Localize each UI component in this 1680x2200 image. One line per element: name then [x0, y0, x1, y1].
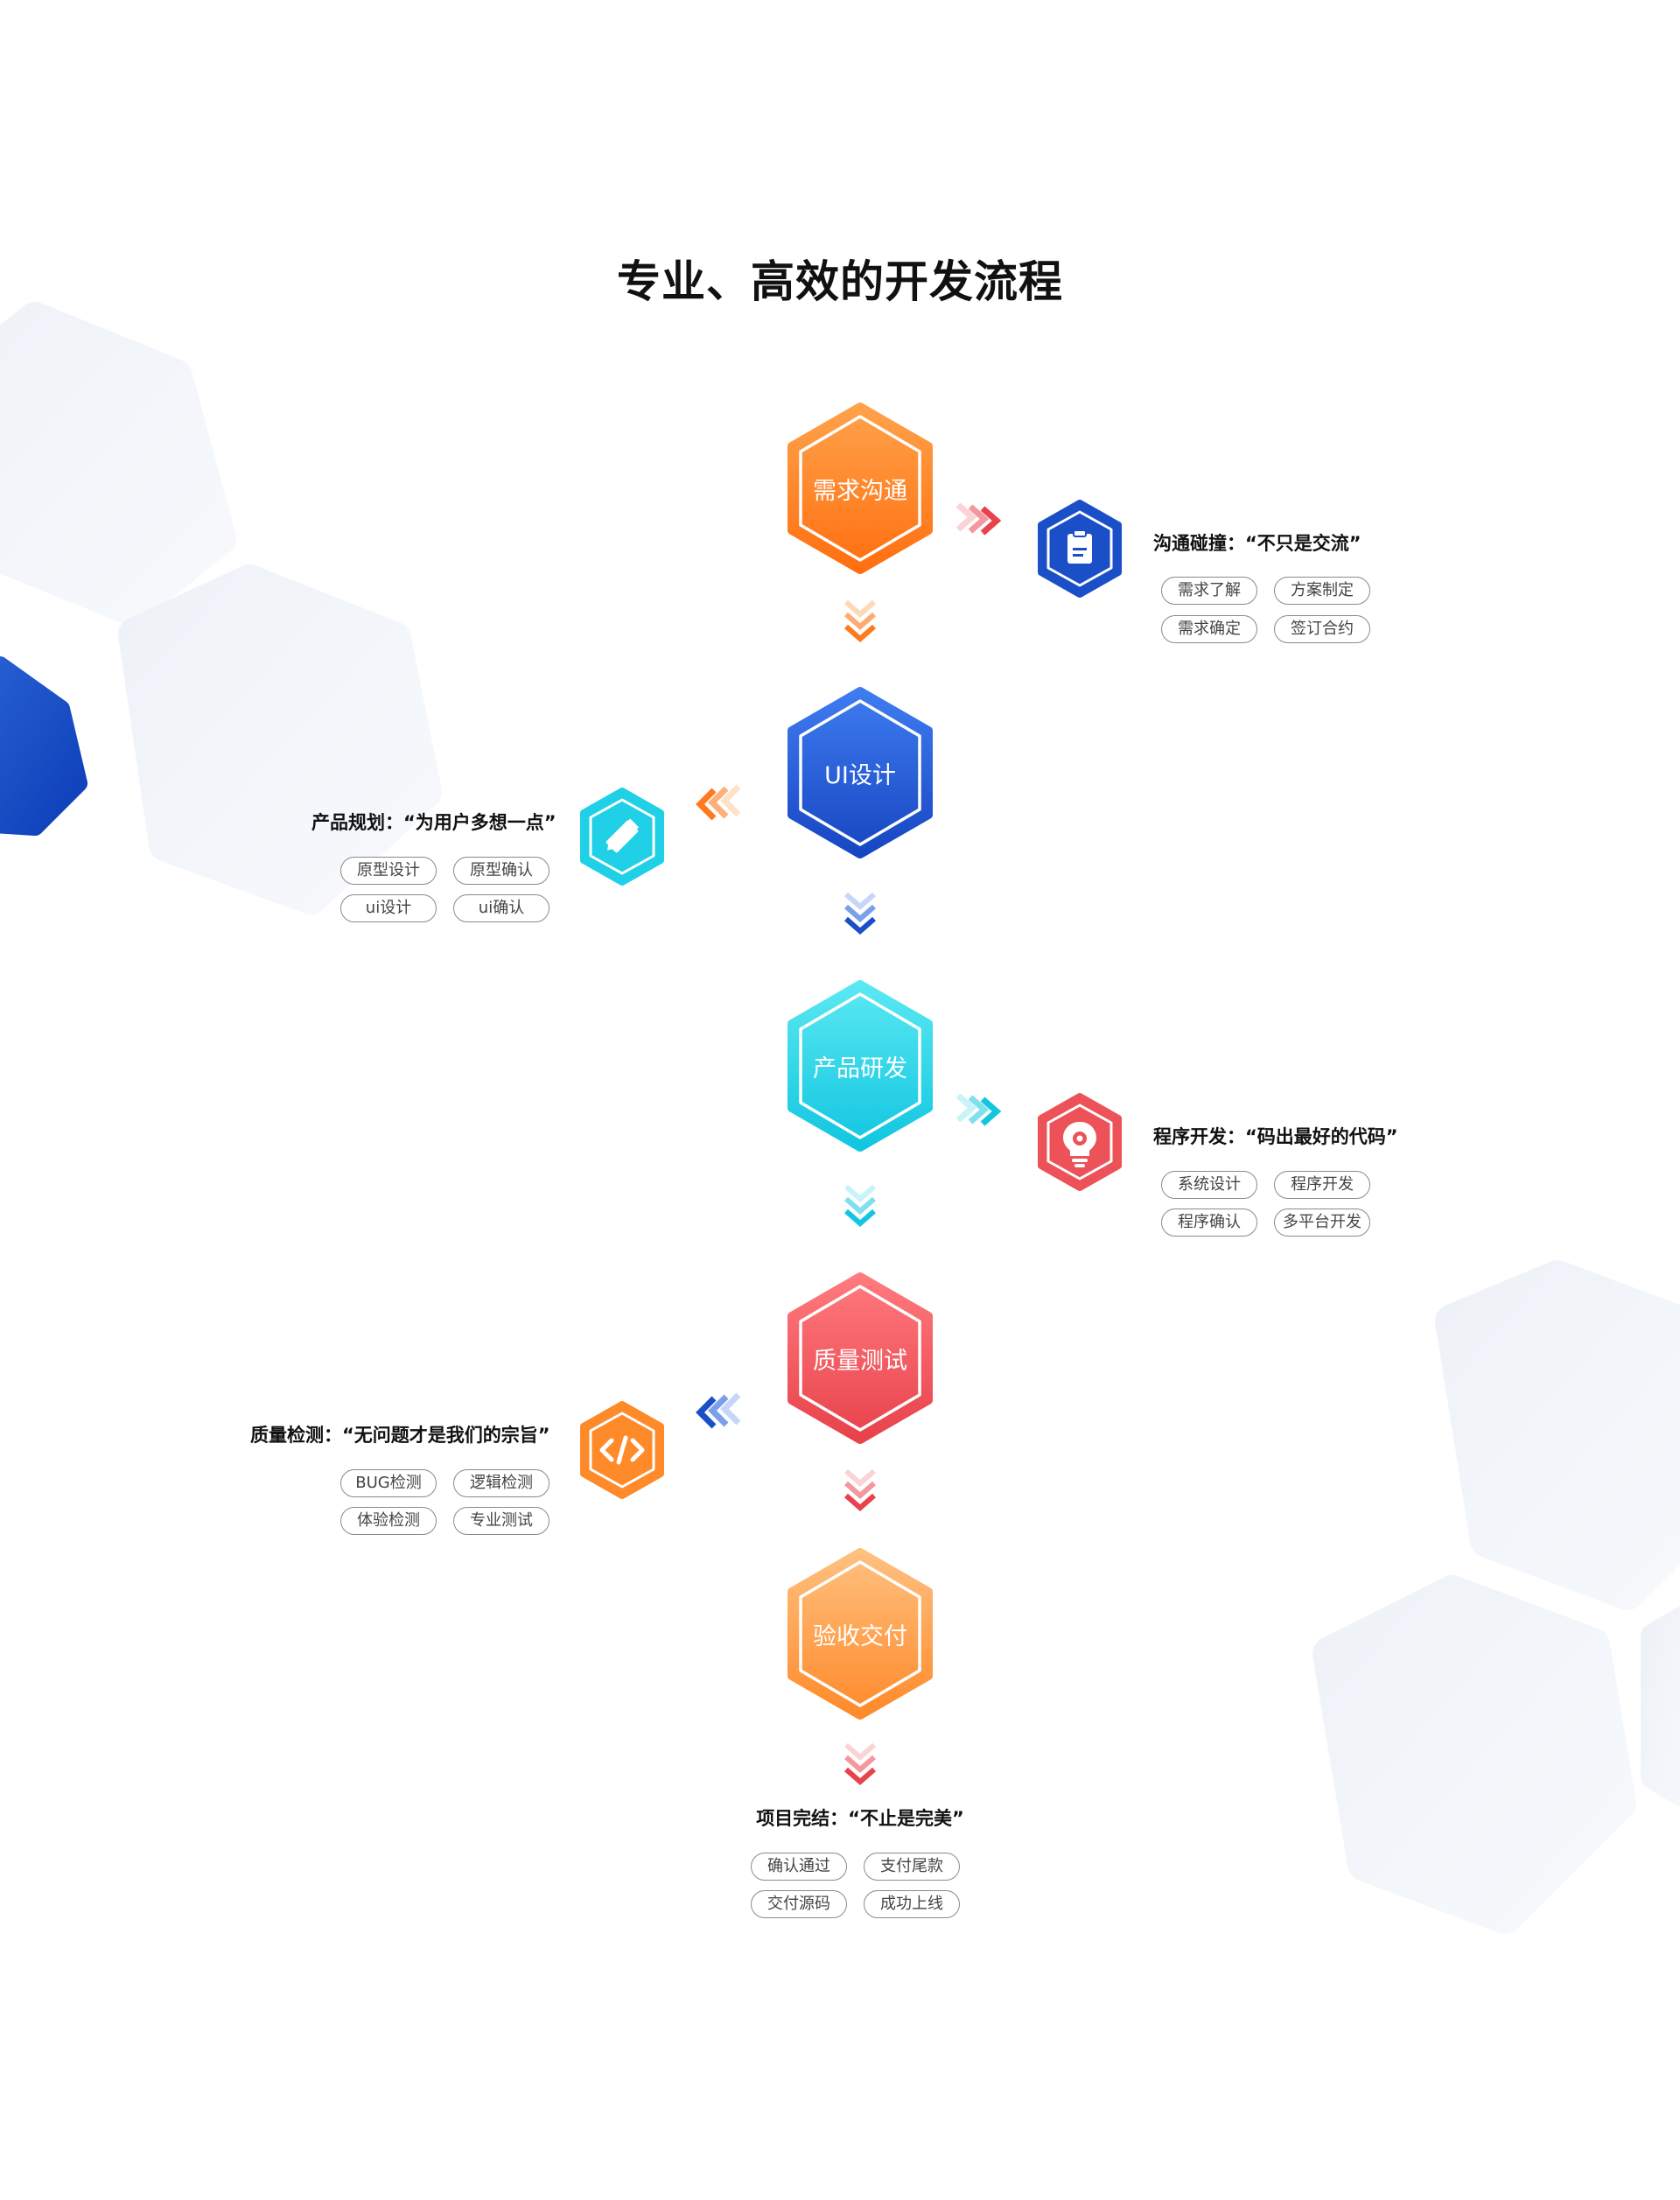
tag: 程序开发 [1274, 1171, 1370, 1199]
chevrons-left-icon [696, 784, 740, 821]
step-hexagon-ui-design: UI设计 [783, 686, 937, 859]
code-icon [580, 1401, 664, 1499]
tag: ui设计 [340, 894, 437, 922]
step-heading: 项目完结：“不止是完美” [756, 1808, 964, 1829]
tag: 需求了解 [1161, 577, 1257, 605]
tag: 专业测试 [453, 1507, 550, 1535]
tag: 签订合约 [1274, 615, 1370, 643]
step-label: 质量测试 [813, 1347, 907, 1375]
chevrons-right-icon [956, 1093, 1002, 1126]
step-label: UI设计 [824, 761, 896, 789]
tag: 程序确认 [1161, 1209, 1257, 1237]
tag: 交付源码 [751, 1890, 847, 1918]
step-heading: 产品规划：“为用户多想一点” [312, 812, 556, 833]
chevrons-down-icon [844, 892, 876, 935]
chevrons-down-icon [844, 1184, 876, 1227]
step-label: 验收交付 [813, 1622, 907, 1650]
step-hexagon-development: 产品研发 [783, 979, 937, 1153]
step-heading: 质量检测：“无问题才是我们的宗旨” [250, 1425, 550, 1446]
step-hexagon-requirements: 需求沟通 [783, 402, 937, 575]
tag: 方案制定 [1274, 577, 1370, 605]
step-label: 产品研发 [813, 1054, 907, 1082]
tag: 确认通过 [751, 1853, 847, 1881]
tag: 成功上线 [864, 1890, 960, 1918]
bg-hexagon [1435, 1260, 1680, 1610]
tag: 体验检测 [340, 1507, 437, 1535]
step-label: 需求沟通 [813, 477, 907, 505]
tag: ui确认 [453, 894, 550, 922]
tag: 系统设计 [1161, 1171, 1257, 1199]
tag: BUG检测 [340, 1469, 437, 1497]
ruler-pencil-icon [580, 788, 664, 886]
bg-hexagon [1641, 1605, 1680, 1808]
bg-hexagon [0, 302, 236, 626]
page-title: 专业、高效的开发流程 [617, 256, 1063, 307]
step-hexagon-delivery: 验收交付 [783, 1547, 937, 1720]
chevrons-right-icon [956, 502, 1002, 536]
chevrons-down-icon [844, 1742, 876, 1785]
tag: 多平台开发 [1274, 1209, 1370, 1237]
tag: 逻辑检测 [453, 1469, 550, 1497]
lightbulb-gear-icon [1038, 1093, 1122, 1191]
chevrons-down-icon [844, 599, 876, 642]
tag: 原型设计 [340, 857, 437, 885]
bg-hexagon-blue [0, 656, 88, 836]
tag: 支付尾款 [864, 1853, 960, 1881]
chevrons-left-icon [696, 1392, 740, 1429]
bg-hexagon [1312, 1575, 1636, 1934]
bg-hexagon [118, 564, 442, 914]
step-heading: 沟通碰撞：“不只是交流” [1153, 533, 1362, 554]
clipboard-icon [1038, 500, 1122, 598]
step-hexagon-testing: 质量测试 [783, 1272, 937, 1445]
step-heading: 程序开发：“码出最好的代码” [1153, 1126, 1398, 1147]
chevrons-down-icon [844, 1468, 876, 1511]
tag: 需求确定 [1161, 615, 1257, 643]
tag: 原型确认 [453, 857, 550, 885]
